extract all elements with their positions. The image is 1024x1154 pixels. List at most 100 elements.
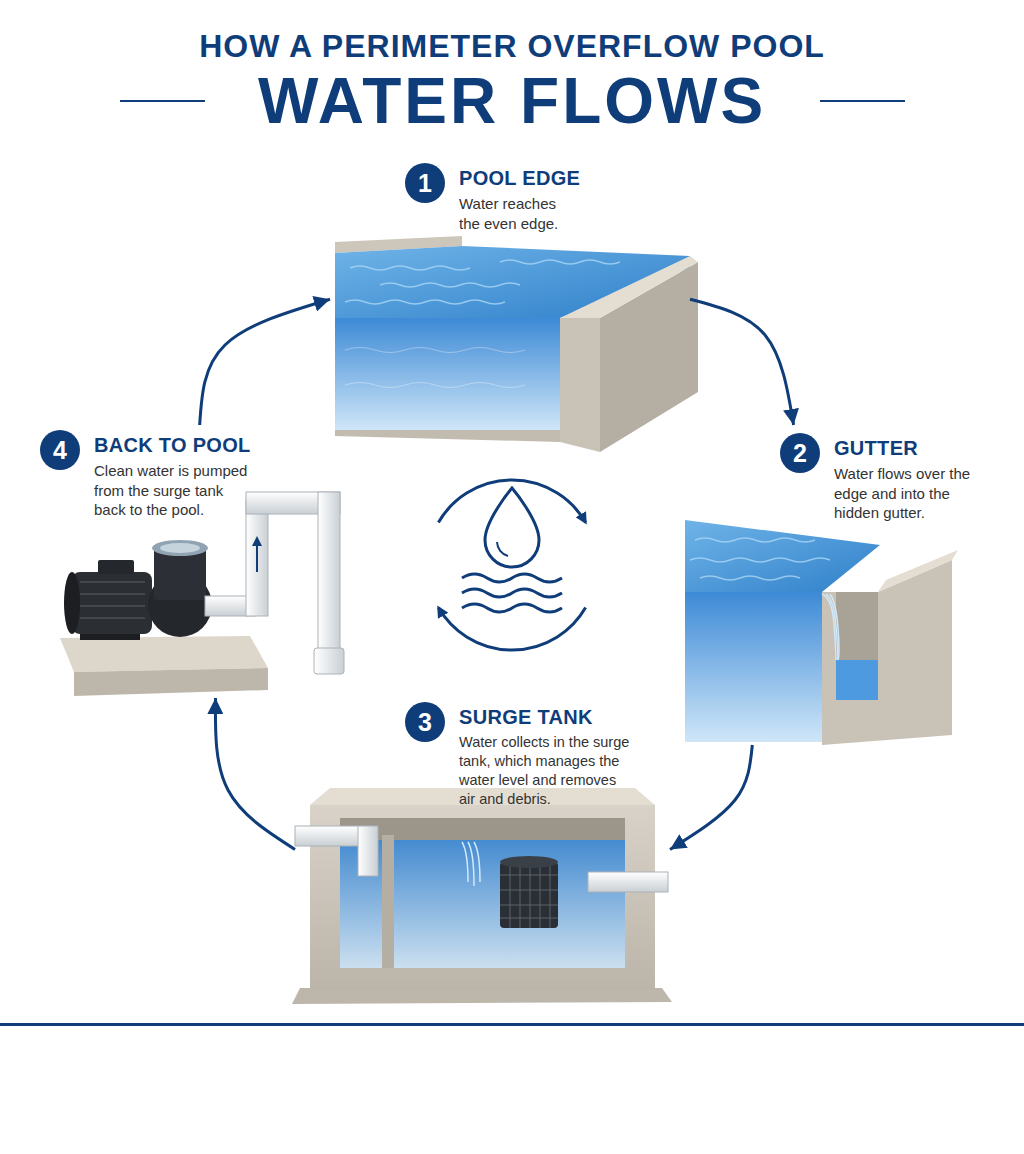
- pump-illustration: [252, 536, 262, 546]
- gutter-illustration: [685, 520, 880, 592]
- step-number: 1: [405, 163, 445, 203]
- step-text: 2 GUTTERWater flows over the edge and int…: [780, 433, 994, 523]
- step-number: 4: [40, 430, 80, 470]
- pump-illustration: [246, 500, 268, 616]
- flow-step: 2 GUTTERWater flows over the edge and int…: [680, 425, 1000, 745]
- pool-illustration: [345, 300, 505, 304]
- step-text: 4 BACK TO POOLClean water is pumped from …: [40, 430, 254, 520]
- pump-illustration: [80, 581, 145, 583]
- surge-tank-illustration: [468, 842, 474, 886]
- surge-tank-illustration: [500, 875, 558, 876]
- flow-arrow: [200, 299, 330, 425]
- pump-illustration: [60, 492, 344, 696]
- surge-tank-illustration: [500, 862, 558, 928]
- gutter-illustration: [878, 550, 958, 592]
- step-number: 3: [405, 702, 445, 742]
- step-heading: SURGE TANK: [459, 706, 633, 729]
- flow-arrow: [670, 745, 752, 849]
- bottom-rule: [0, 1023, 1024, 1026]
- gutter-illustration: [700, 576, 800, 580]
- surge-tank-illustration: [500, 918, 558, 919]
- pump-illustration: [80, 605, 145, 607]
- surge-tank-illustration: [462, 842, 468, 882]
- pool-illustration: [335, 318, 560, 430]
- pump-illustration: [256, 544, 258, 572]
- title-label: WATER FLOWS: [0, 69, 1024, 133]
- cycle-icon: [462, 589, 562, 597]
- pool-illustration: [345, 260, 620, 304]
- pump-illustration: [152, 540, 208, 556]
- step-number: 2: [780, 433, 820, 473]
- pool-illustration: [500, 260, 620, 264]
- cycle-icon: [438, 608, 585, 650]
- surge-tank-illustration: [292, 988, 672, 1004]
- cycle-icon: [485, 488, 539, 567]
- pump-illustration: [318, 492, 340, 652]
- pool-illustration: [380, 283, 520, 287]
- gutter-illustration: [685, 520, 958, 745]
- surge-tank-illustration: [340, 818, 625, 968]
- step-text-column: BACK TO POOLClean water is pumped from t…: [94, 430, 254, 520]
- pump-illustration: [314, 648, 344, 674]
- pool-illustration: [560, 256, 698, 318]
- gutter-illustration: [836, 660, 878, 700]
- gutter-illustration: [836, 592, 878, 700]
- pump-illustration: [60, 636, 268, 672]
- pool-illustration: [335, 236, 698, 452]
- surge-tank-illustration: [500, 890, 558, 891]
- step-heading: POOL EDGE: [459, 167, 580, 190]
- pool-illustration: [345, 348, 525, 353]
- pool-illustration: [350, 266, 470, 270]
- step-text: 1 POOL EDGE Water reaches the even edge.: [405, 163, 580, 233]
- flow-arrow: [215, 698, 295, 849]
- cycle-icon: [462, 574, 562, 612]
- cycle-icon: [497, 542, 508, 556]
- pump-illustration: [160, 543, 200, 553]
- surge-tank-illustration: [292, 788, 672, 1004]
- step-text-column: GUTTERWater flows over the edge and into…: [834, 433, 994, 523]
- step-description: Water reaches the even edge.: [459, 194, 577, 233]
- pump-illustration: [80, 593, 145, 595]
- gutter-illustration: [690, 538, 830, 580]
- step-text-column: SURGE TANK Water collects in the surge ta…: [459, 702, 633, 808]
- surge-tank-illustration: [500, 862, 558, 928]
- flow-step: 1 POOL EDGE Water reaches the even edge.: [330, 160, 690, 450]
- diagram-title: HOW A PERIMETER OVERFLOW POOL: [0, 30, 1024, 62]
- gutter-illustration: [822, 594, 839, 660]
- pool-illustration: [345, 348, 525, 388]
- gutter-illustration: [830, 594, 839, 660]
- gutter-illustration: [685, 592, 822, 742]
- step-text-column: POOL EDGE Water reaches the even edge.: [459, 163, 580, 233]
- pump-illustration: [80, 582, 145, 618]
- pool-illustration: [335, 430, 560, 442]
- gutter-illustration: [690, 558, 830, 562]
- cycle-icon: [462, 604, 562, 612]
- surge-tank-illustration: [500, 905, 558, 906]
- step-heading: BACK TO POOL: [94, 434, 254, 457]
- step-description: Water collects in the surge tank, which …: [459, 733, 633, 808]
- surge-tank-illustration: [382, 835, 394, 968]
- surge-tank-illustration: [474, 842, 480, 882]
- step-text: 3 SURGE TANK Water collects in the surge t…: [405, 702, 633, 808]
- cycle-icon: [438, 480, 585, 650]
- step-heading: GUTTER: [834, 437, 994, 460]
- surge-tank-illustration: [358, 826, 378, 876]
- flow-step: 4 BACK TO POOLClean water is pumped from …: [38, 425, 355, 698]
- surge-tank-illustration: [462, 842, 480, 886]
- surge-tank-illustration: [500, 856, 558, 868]
- pump-illustration: [98, 560, 134, 574]
- pool-illustration: [345, 383, 525, 388]
- cycle-icon: [462, 574, 562, 582]
- flow-step: 3 SURGE TANK Water collects in the surge t…: [295, 700, 670, 1005]
- pump-illustration: [72, 572, 152, 634]
- surge-tank-illustration: [588, 872, 668, 892]
- title-rule: [120, 100, 205, 102]
- pool-illustration: [600, 262, 698, 452]
- gutter-illustration: [695, 538, 815, 542]
- pump-illustration: [64, 572, 80, 634]
- title-rule: [820, 100, 905, 102]
- pool-illustration: [560, 318, 600, 452]
- flow-arrow: [690, 299, 794, 425]
- gutter-illustration: [826, 594, 838, 660]
